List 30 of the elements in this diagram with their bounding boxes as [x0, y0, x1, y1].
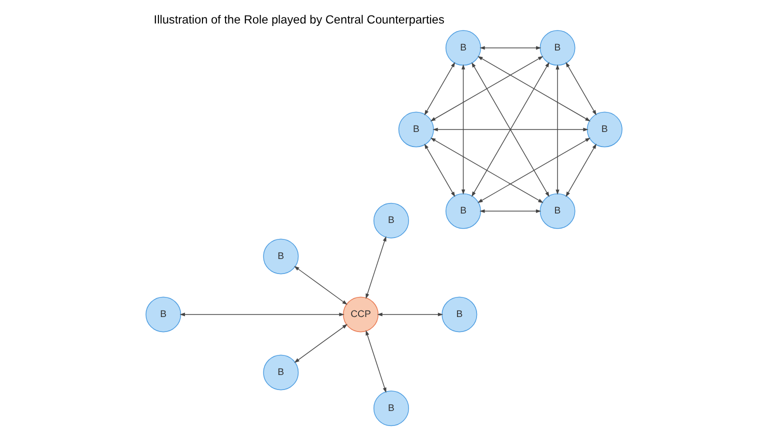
node-circle: B: [446, 30, 482, 66]
node-circle: B: [398, 112, 434, 148]
node-circle: B: [586, 112, 622, 148]
arrow: [366, 330, 386, 393]
arrow: [180, 312, 344, 316]
node-circle: B: [373, 202, 409, 238]
arrow: [377, 312, 444, 316]
arrow: [566, 144, 596, 197]
arrow: [424, 144, 456, 198]
arrow: [424, 62, 456, 116]
arrow: [294, 266, 348, 305]
arrow: [478, 56, 590, 122]
arrow: [461, 64, 466, 195]
diagram-title: Illustration of the Role played by Central Counterparties: [154, 12, 444, 27]
node-circle: B: [373, 390, 409, 426]
node-circle: B: [446, 193, 482, 229]
arrow: [556, 64, 560, 195]
node-circle: B: [146, 296, 182, 332]
arrow: [430, 138, 544, 203]
arrow: [430, 56, 544, 122]
node-circle: B: [540, 30, 576, 66]
arrow: [478, 138, 590, 203]
arrow: [294, 324, 348, 363]
node-circle: B: [540, 193, 576, 229]
node-circle: B: [442, 296, 478, 332]
arrow: [366, 236, 386, 299]
arrow: [566, 62, 596, 116]
arrow: [480, 209, 542, 213]
arrow: [432, 128, 588, 132]
arrow: [480, 46, 542, 50]
